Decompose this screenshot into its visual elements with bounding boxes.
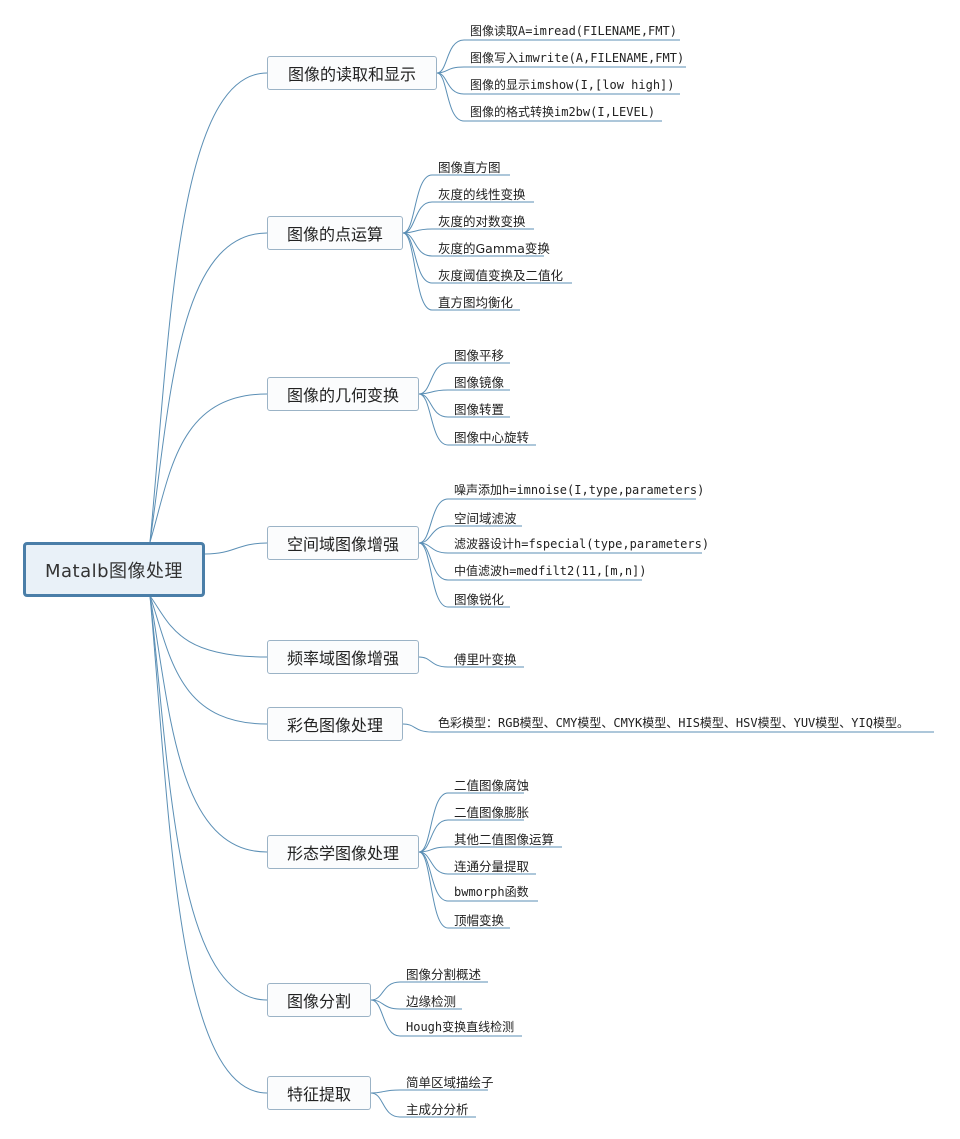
branch-connector bbox=[149, 393, 268, 543]
leaf-topic[interactable]: 图像写入imwrite(A,FILENAME,FMT) bbox=[470, 51, 685, 65]
leaf-connector bbox=[402, 228, 534, 234]
leaf-connector bbox=[436, 66, 686, 74]
branch-connector bbox=[149, 595, 268, 1001]
leaf-connector bbox=[418, 542, 702, 554]
branch-connector bbox=[149, 595, 268, 658]
leaf-connector bbox=[418, 393, 510, 418]
leaf-connector bbox=[370, 999, 462, 1010]
branch-topic-label: 图像的读取和显示 bbox=[287, 65, 416, 84]
leaf-topic[interactable]: 中值滤波h=medfilt2(11,[m,n]) bbox=[454, 564, 647, 578]
branch-connector bbox=[149, 595, 268, 1094]
leaf-connector bbox=[402, 723, 934, 733]
branch-topic-label: 图像的点运算 bbox=[286, 225, 383, 244]
leaf-topic[interactable]: 图像读取A=imread(FILENAME,FMT) bbox=[470, 24, 677, 38]
leaf-connector bbox=[418, 656, 524, 668]
root-topic[interactable]: Matalb图像处理 bbox=[23, 542, 205, 597]
leaf-connector bbox=[418, 525, 522, 544]
leaf-connector bbox=[418, 846, 562, 853]
branch-topic[interactable]: 图像的几何变换 bbox=[267, 377, 419, 411]
leaf-connector bbox=[418, 542, 642, 581]
leaf-connector bbox=[418, 851, 536, 875]
leaf-topic[interactable]: 灰度的Gamma变换 bbox=[438, 241, 550, 256]
leaf-connector bbox=[418, 851, 510, 929]
leaf-topic[interactable]: 二值图像腐蚀 bbox=[454, 778, 530, 793]
branch-topic[interactable]: 频率域图像增强 bbox=[267, 640, 419, 674]
branch-topic-label: 空间域图像增强 bbox=[286, 535, 399, 554]
branch-topic-label: 特征提取 bbox=[286, 1085, 351, 1104]
leaf-topic[interactable]: 图像平移 bbox=[454, 348, 505, 363]
leaf-connector bbox=[418, 362, 510, 395]
leaf-connector bbox=[402, 201, 534, 234]
leaf-connector bbox=[402, 232, 520, 311]
leaf-topic[interactable]: 顶帽变换 bbox=[454, 913, 505, 928]
branch-topic[interactable]: 图像的点运算 bbox=[267, 216, 403, 250]
leaf-topic[interactable]: 图像中心旋转 bbox=[454, 430, 530, 445]
leaf-topic[interactable]: 图像直方图 bbox=[438, 160, 501, 175]
leaf-topic[interactable]: 图像分割概述 bbox=[406, 967, 482, 982]
leaf-connector bbox=[418, 542, 510, 608]
leaf-connector bbox=[418, 393, 536, 446]
branch-topic[interactable]: 彩色图像处理 bbox=[267, 707, 403, 741]
leaf-connector bbox=[402, 232, 544, 257]
leaf-topic[interactable]: 直方图均衡化 bbox=[438, 295, 514, 310]
leaf-topic[interactable]: 噪声添加h=imnoise(I,type,parameters) bbox=[454, 483, 705, 497]
leaf-connector bbox=[418, 389, 510, 395]
leaf-topic[interactable]: 连通分量提取 bbox=[454, 859, 530, 874]
leaf-connector bbox=[418, 792, 524, 853]
leaf-connector bbox=[370, 1092, 476, 1118]
leaf-topic[interactable]: 图像锐化 bbox=[454, 592, 505, 607]
leaf-topic[interactable]: 灰度的对数变换 bbox=[438, 214, 526, 229]
leaf-topic[interactable]: 图像镜像 bbox=[454, 375, 505, 390]
leaf-topic[interactable]: Hough变换直线检测 bbox=[406, 1020, 515, 1034]
leaf-connector bbox=[402, 174, 510, 234]
branch-connector bbox=[149, 232, 268, 543]
branch-connector bbox=[149, 72, 268, 543]
leaf-topic[interactable]: bwmorph函数 bbox=[454, 885, 529, 899]
leaf-topic[interactable]: 空间域滤波 bbox=[454, 511, 517, 526]
leaf-connector bbox=[370, 999, 522, 1037]
branch-connector bbox=[204, 542, 268, 555]
leaf-topic[interactable]: 其他二值图像运算 bbox=[454, 832, 555, 847]
branch-topic[interactable]: 特征提取 bbox=[267, 1076, 371, 1110]
root-topic-label: Matalb图像处理 bbox=[44, 560, 184, 582]
leaf-connector bbox=[418, 819, 524, 853]
leaf-topic[interactable]: 滤波器设计h=fspecial(type,parameters) bbox=[454, 537, 710, 551]
branch-topic-label: 形态学图像处理 bbox=[286, 844, 399, 863]
leaf-connector bbox=[436, 72, 662, 122]
leaf-topic[interactable]: 二值图像膨胀 bbox=[454, 805, 530, 820]
leaf-topic[interactable]: 主成分分析 bbox=[406, 1102, 469, 1117]
branch-connector bbox=[149, 595, 268, 853]
leaf-connector bbox=[370, 1089, 488, 1094]
leaf-topic[interactable]: 色彩模型：RGB模型、CMY模型、CMYK模型、HIS模型、HSV模型、YUV模… bbox=[438, 716, 909, 730]
branch-topic-label: 图像分割 bbox=[286, 992, 351, 1011]
leaf-topic[interactable]: 简单区域描绘子 bbox=[406, 1075, 494, 1090]
leaf-topic[interactable]: 边缘检测 bbox=[406, 994, 457, 1009]
leaf-connector bbox=[436, 39, 680, 74]
branch-topic[interactable]: 图像的读取和显示 bbox=[267, 56, 437, 90]
branch-topic-label: 图像的几何变换 bbox=[286, 386, 399, 405]
branch-topic[interactable]: 形态学图像处理 bbox=[267, 835, 419, 869]
leaf-topic[interactable]: 图像转置 bbox=[454, 402, 505, 417]
leaf-connector bbox=[418, 498, 696, 544]
branch-topic-label: 彩色图像处理 bbox=[286, 716, 383, 735]
leaf-topic[interactable]: 图像的显示imshow(I,[low high]) bbox=[470, 78, 675, 92]
leaf-topic[interactable]: 灰度阈值变换及二值化 bbox=[438, 268, 564, 283]
leaf-connector bbox=[370, 981, 488, 1001]
leaf-topic[interactable]: 傅里叶变换 bbox=[454, 652, 517, 667]
leaf-topic[interactable]: 灰度的线性变换 bbox=[438, 187, 526, 202]
branch-topic[interactable]: 空间域图像增强 bbox=[267, 526, 419, 560]
leaf-topic[interactable]: 图像的格式转换im2bw(I,LEVEL) bbox=[470, 105, 656, 119]
branch-topic[interactable]: 图像分割 bbox=[267, 983, 371, 1017]
branch-connector bbox=[149, 595, 268, 725]
leaf-connector bbox=[418, 851, 538, 902]
branch-topic-label: 频率域图像增强 bbox=[286, 649, 399, 668]
